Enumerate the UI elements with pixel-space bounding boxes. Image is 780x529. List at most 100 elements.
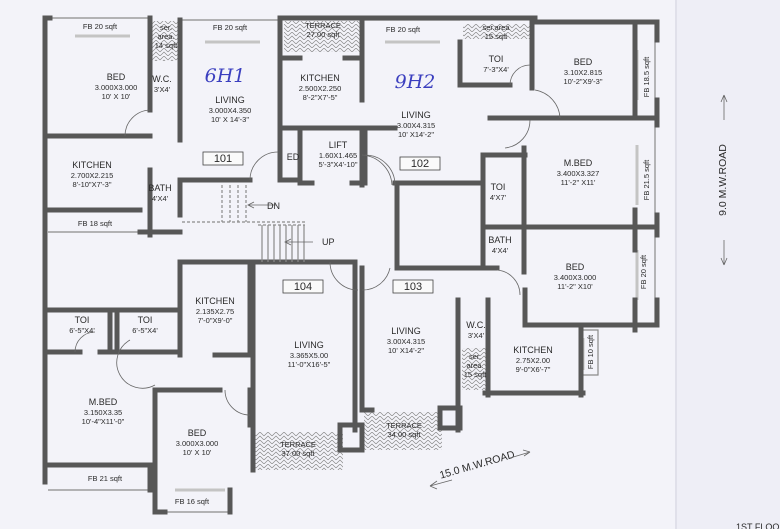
unit-number-box: [202, 151, 244, 166]
room-name: KITCHEN: [195, 296, 235, 306]
outdoor-area-label: FB 21.5 sqft: [642, 159, 651, 200]
outdoor-area-label: FB 20 sqft: [639, 254, 648, 289]
room-name: KITCHEN: [72, 160, 112, 170]
outdoor-area-label: 34.00 sqft: [388, 430, 422, 439]
room-dimension-metric: 3.400X3.000: [554, 273, 597, 282]
unit-number-box: [399, 156, 441, 171]
outdoor-area-label: 14 sqft: [155, 41, 178, 50]
room-dimension-metric: 4'X4': [152, 194, 169, 203]
outdoor-area-label: FB 16 sqft: [175, 497, 210, 506]
room-dimension-metric: 3.365X5.00: [290, 351, 328, 360]
room-dimension-metric: 7'-3"X4': [483, 65, 509, 74]
room-name: BATH: [148, 183, 171, 193]
room-dimension-imperial: 5'-3"X4'-10": [318, 160, 357, 169]
room-name: BED: [107, 72, 126, 82]
outdoor-area-label: FB 20 sqft: [83, 22, 118, 31]
outdoor-area-label: 15 sqft: [485, 32, 508, 41]
room-dimension-imperial: 10' X 10': [102, 92, 131, 101]
room-dimension-metric: 3.150X3.35: [84, 408, 122, 417]
room-name: ED: [287, 152, 300, 162]
stair-up-label: UP: [322, 237, 335, 247]
hatched-areas: [152, 21, 531, 470]
room-name: W.C.: [152, 74, 172, 84]
room-dimension-metric: 3'X4': [468, 331, 485, 340]
room-dimension-metric: 3.000X3.000: [176, 439, 219, 448]
room-dimension-imperial: 10'-4"X11'-0": [82, 417, 125, 426]
walls: [42, 15, 660, 515]
room-dimension-imperial: 9'-0"X6'-7": [516, 365, 551, 374]
outdoor-area-label: TERRACE: [280, 440, 316, 449]
room-name: LIVING: [401, 110, 431, 120]
paper-fold: [675, 0, 780, 529]
outdoor-area-label: FB 10 sqft: [586, 334, 595, 369]
room-dimension-metric: 3.000X4.350: [209, 106, 252, 115]
room-name: KITCHEN: [300, 73, 340, 83]
room-dimension-metric: 3.000X3.000: [95, 83, 138, 92]
outdoor-area-label: FB 21 sqft: [88, 474, 123, 483]
room-dimension-imperial: 8'-2"X7'-5": [303, 93, 338, 102]
room-name: TOI: [489, 54, 504, 64]
outdoor-area-label: ser.: [160, 23, 172, 32]
room-dimension-metric: 4'X4': [492, 246, 509, 255]
outdoor-area-label: FB 20 sqft: [213, 23, 248, 32]
room-name: TOI: [491, 182, 506, 192]
room-name: BED: [574, 57, 593, 67]
room-dimension-metric: 3.00X4.315: [397, 121, 435, 130]
door-swings: [74, 64, 561, 416]
room-name: TOI: [75, 315, 90, 325]
room-dimension-imperial: 7'-0"X9'-0": [198, 316, 233, 325]
unit-number: 103: [404, 281, 422, 293]
handwritten-note: 9H2: [395, 71, 436, 93]
outdoor-area-label: ser.area: [482, 23, 510, 32]
stair-arrow-down: [247, 201, 276, 209]
stair-down-label: DN: [267, 201, 280, 211]
room-dimension-imperial: 10' X 14'-3": [211, 115, 249, 124]
room-dimension-metric: 4'X7': [490, 193, 507, 202]
room-dimension-imperial: 11'-0"X16'-5": [288, 360, 331, 369]
room-dimension-imperial: 10'-2"X9'-3": [563, 77, 602, 86]
room-dimension-imperial: 10' X 10': [183, 448, 212, 457]
room-dimension-imperial: 11'-2" X10': [557, 282, 593, 291]
room-dimension-imperial: 11'-2" X11': [561, 178, 596, 187]
unit-number-box: [392, 279, 434, 294]
room-name: LIVING: [215, 95, 245, 105]
outdoor-area-label: 37.00 sqft: [282, 449, 316, 458]
handwritten-note: 6H1: [205, 65, 246, 87]
room-dimension-metric: 3.400X3.327: [557, 169, 600, 178]
outdoor-area-label: 27.00 sqft: [307, 30, 341, 39]
room-dimension-metric: 3.00X4.315: [387, 337, 425, 346]
side-road-label: 9.0 M.W.ROAD: [717, 144, 729, 216]
room-name: TOI: [138, 315, 153, 325]
outdoor-area-label: 15 sqft: [464, 370, 487, 379]
room-name: BED: [566, 262, 585, 272]
room-name: M.BED: [564, 158, 593, 168]
room-name: W.C.: [466, 320, 486, 330]
front-road-arrows: [429, 449, 531, 490]
room-dimension-metric: 6'-5"X4': [69, 326, 95, 335]
unit-number-box: [282, 279, 324, 294]
stair-arrow-up: [284, 238, 313, 246]
outdoor-area-label: FB 18 sqft: [78, 219, 113, 228]
outdoor-area-label: FB 18.5 sqft: [642, 56, 651, 97]
outdoor-area-label: TERRACE: [305, 21, 341, 30]
room-name: BED: [188, 428, 207, 438]
room-dimension-metric: 3.10X2.815: [564, 68, 602, 77]
room-dimension-metric: 2.500X2.250: [299, 84, 342, 93]
room-dimension-metric: 2.75X2.00: [516, 356, 550, 365]
outdoor-area-label: TERRACE: [386, 421, 422, 430]
room-dimension-metric: 2.700X2.215: [71, 171, 114, 180]
staircase: [182, 185, 313, 262]
room-dimension-metric: 6'-5"X4': [132, 326, 158, 335]
room-dimension-metric: 2.135X2.75: [196, 307, 234, 316]
unit-number: 102: [411, 158, 429, 170]
room-dimension-metric: 1.60X1.465: [319, 151, 357, 160]
room-dimension-imperial: 10' X14'-2": [388, 346, 424, 355]
room-dimension-imperial: 8'-10"X7'-3": [72, 180, 111, 189]
room-name: LIFT: [329, 140, 348, 150]
room-name: BATH: [488, 235, 511, 245]
side-road-arrows: [720, 94, 728, 266]
room-name: LIVING: [391, 326, 421, 336]
floor-label: 1ST FLOOR: [736, 522, 780, 529]
outdoor-area-label: FB 20 sqft: [386, 25, 421, 34]
